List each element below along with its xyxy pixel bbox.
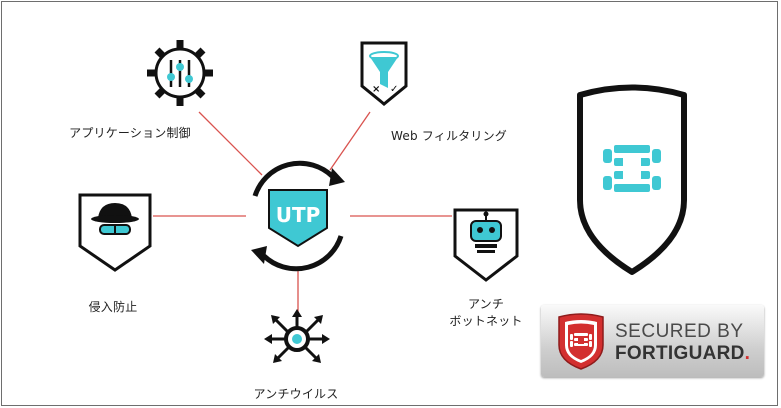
- label-app-control: アプリケーション制御: [69, 126, 191, 140]
- label-antibot-line2: ボットネット: [449, 314, 523, 328]
- badge-line2: FORTIGUARD.: [615, 343, 750, 365]
- label-intrusion-prevention: 侵入防止: [88, 300, 138, 314]
- fortiguard-shield-icon: [577, 84, 687, 275]
- svg-text:✓: ✓: [390, 84, 398, 95]
- fortiguard-badge-shield-icon: [558, 313, 604, 370]
- utp-label: UTP: [276, 203, 321, 227]
- funnel-shield-icon: × ✓: [360, 41, 408, 106]
- badge-line1: SECURED BY: [615, 321, 744, 342]
- label-antivirus: アンチウイルス: [253, 387, 339, 401]
- virus-icon: [264, 309, 330, 363]
- badge-brand: FORTIGUARD: [615, 343, 745, 364]
- spy-shield-icon: [78, 193, 152, 272]
- utp-shield-icon: [268, 189, 328, 248]
- utp-hub: UTP: [251, 160, 345, 272]
- label-web-filtering: Web フィルタリング: [391, 129, 507, 143]
- label-antibot-line1: アンチ: [467, 297, 505, 311]
- connector-app-control: [198, 111, 263, 176]
- connector-web-filtering: [329, 111, 371, 171]
- svg-text:×: ×: [372, 84, 380, 95]
- robot-shield-icon: [453, 208, 519, 282]
- gear-sliders-icon: [147, 40, 213, 106]
- secured-by-fortiguard-badge: SECURED BY FORTIGUARD.: [541, 305, 764, 377]
- cycle-arrow-icon: [251, 246, 267, 264]
- cycle-arrow-icon: [329, 168, 345, 186]
- badge-mark: .: [744, 343, 751, 364]
